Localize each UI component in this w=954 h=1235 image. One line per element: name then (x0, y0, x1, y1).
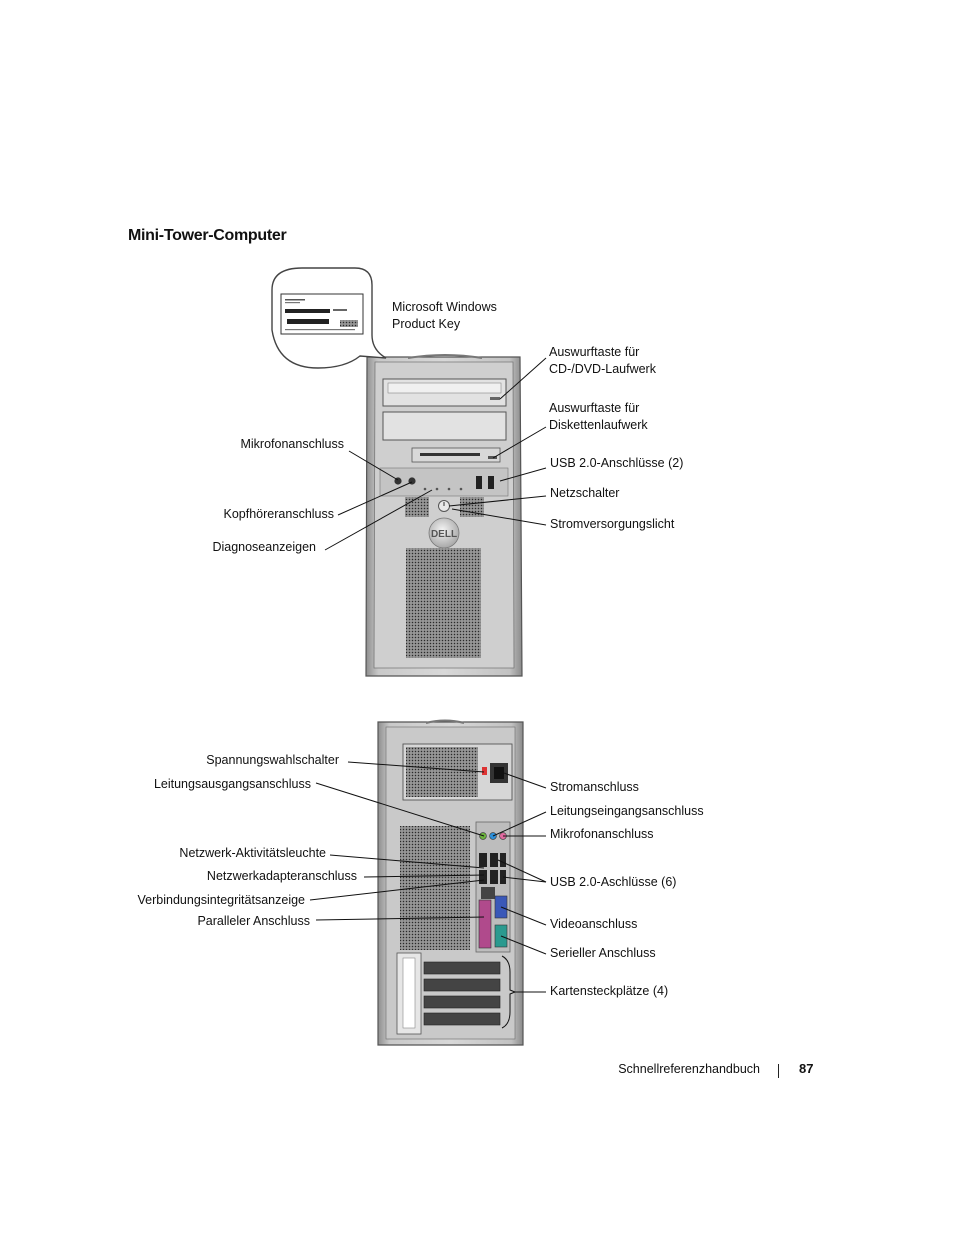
label-front-usb: USB 2.0-Anschlüsse (2) (550, 456, 684, 470)
label-back-microphone: Mikrofonanschluss (550, 827, 654, 841)
label-diagnostic: Diagnoseanzeigen (212, 540, 316, 554)
footer-manual-title: Schnellreferenzhandbuch (618, 1062, 760, 1076)
page-number: 87 (799, 1061, 814, 1076)
label-headphone: Kopfhöreranschluss (223, 507, 334, 521)
label-front-microphone: Mikrofonanschluss (240, 437, 344, 451)
front-tower: DELL (365, 354, 523, 677)
label-back-usb: USB 2.0-Aschlüsse (6) (550, 875, 677, 889)
label-link-integrity: Verbindungsintegritätsanzeige (137, 893, 305, 907)
label-floppy-eject: Auswurftaste für Diskettenlaufwerk (549, 401, 648, 432)
product-key-inset (271, 267, 387, 369)
label-power-light: Stromversorgungslicht (550, 517, 675, 531)
back-callout-lines (309, 761, 547, 1029)
dell-logo-text: DELL (431, 529, 457, 540)
label-parallel: Paralleler Anschluss (197, 914, 310, 928)
label-power-connector: Stromanschluss (550, 780, 639, 794)
label-network-activity: Netzwerk-Aktivitätsleuchte (179, 846, 326, 860)
label-card-slots: Kartensteckplätze (4) (550, 984, 669, 998)
label-product-key: Microsoft Windows Product Key (392, 300, 497, 331)
label-line-out: Leitungsausgangsanschluss (153, 777, 311, 791)
label-serial: Serieller Anschluss (550, 946, 656, 960)
front-callout-lines (324, 357, 547, 551)
section-heading: Mini-Tower-Computer (128, 227, 287, 244)
label-network-adapter: Netzwerkadapteranschluss (206, 869, 357, 883)
footer-separator (778, 1064, 779, 1078)
label-cd-eject: Auswurftaste für CD-/DVD-Laufwerk (549, 345, 656, 376)
label-power-button: Netzschalter (550, 486, 620, 500)
label-line-in: Leitungseingangsanschluss (550, 804, 704, 818)
label-voltage-switch: Spannungswahlschalter (206, 753, 339, 767)
label-video: Videoanschluss (550, 917, 638, 931)
